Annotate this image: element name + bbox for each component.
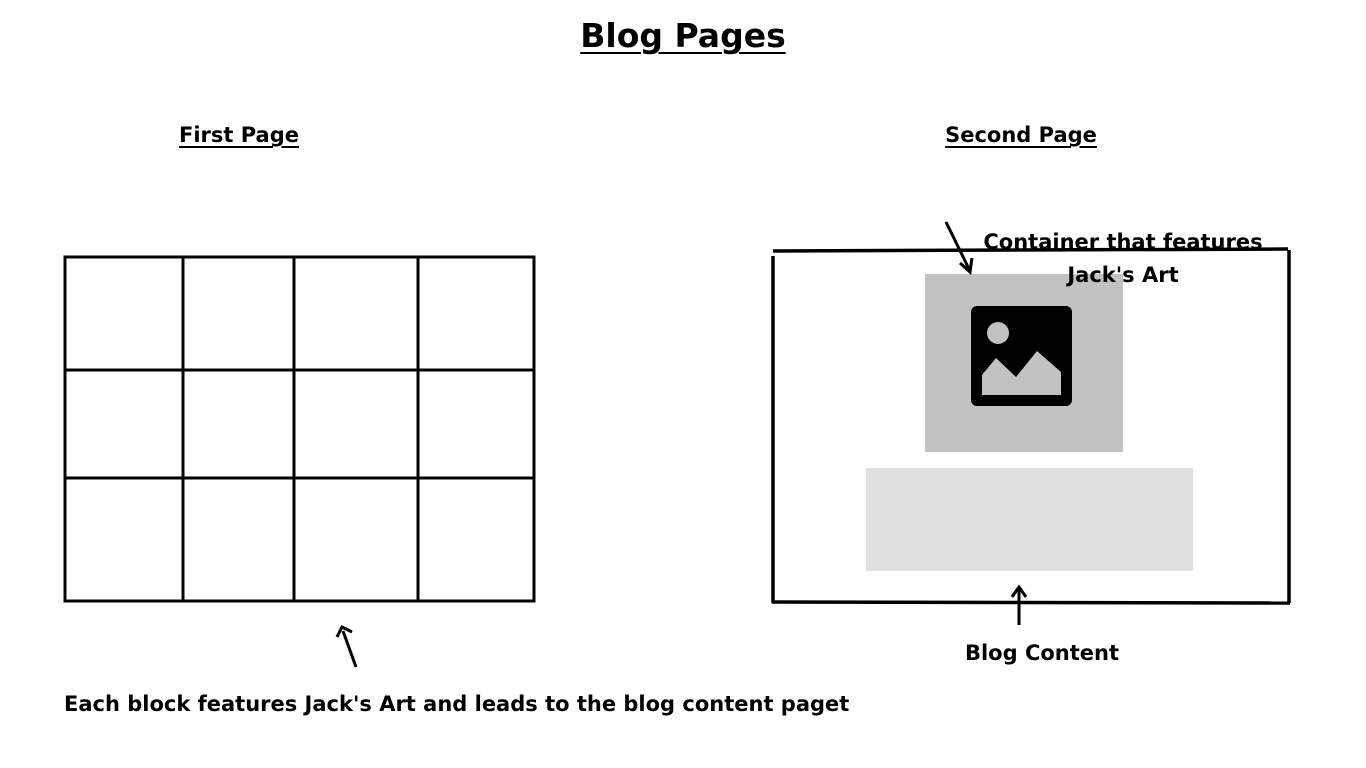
second-page-frame [771,247,1291,605]
blog-content-arrow [1010,584,1028,625]
art-container-arrow [944,221,974,275]
blog-content-container [866,468,1193,571]
first-page-grid [63,255,536,603]
second-page-heading: Second Page [945,123,1097,147]
grid-caption: Each block features Jack's Art and leads… [64,692,850,716]
page-title: Blog Pages [580,16,786,55]
art-container-label: Container that features Jack's Art [983,230,1263,287]
grid-frame [63,255,536,603]
first-page-heading: First Page [178,123,300,147]
blog-content-label: Blog Content [964,641,1120,665]
image-icon [971,306,1072,406]
grid-arrow [335,624,358,668]
